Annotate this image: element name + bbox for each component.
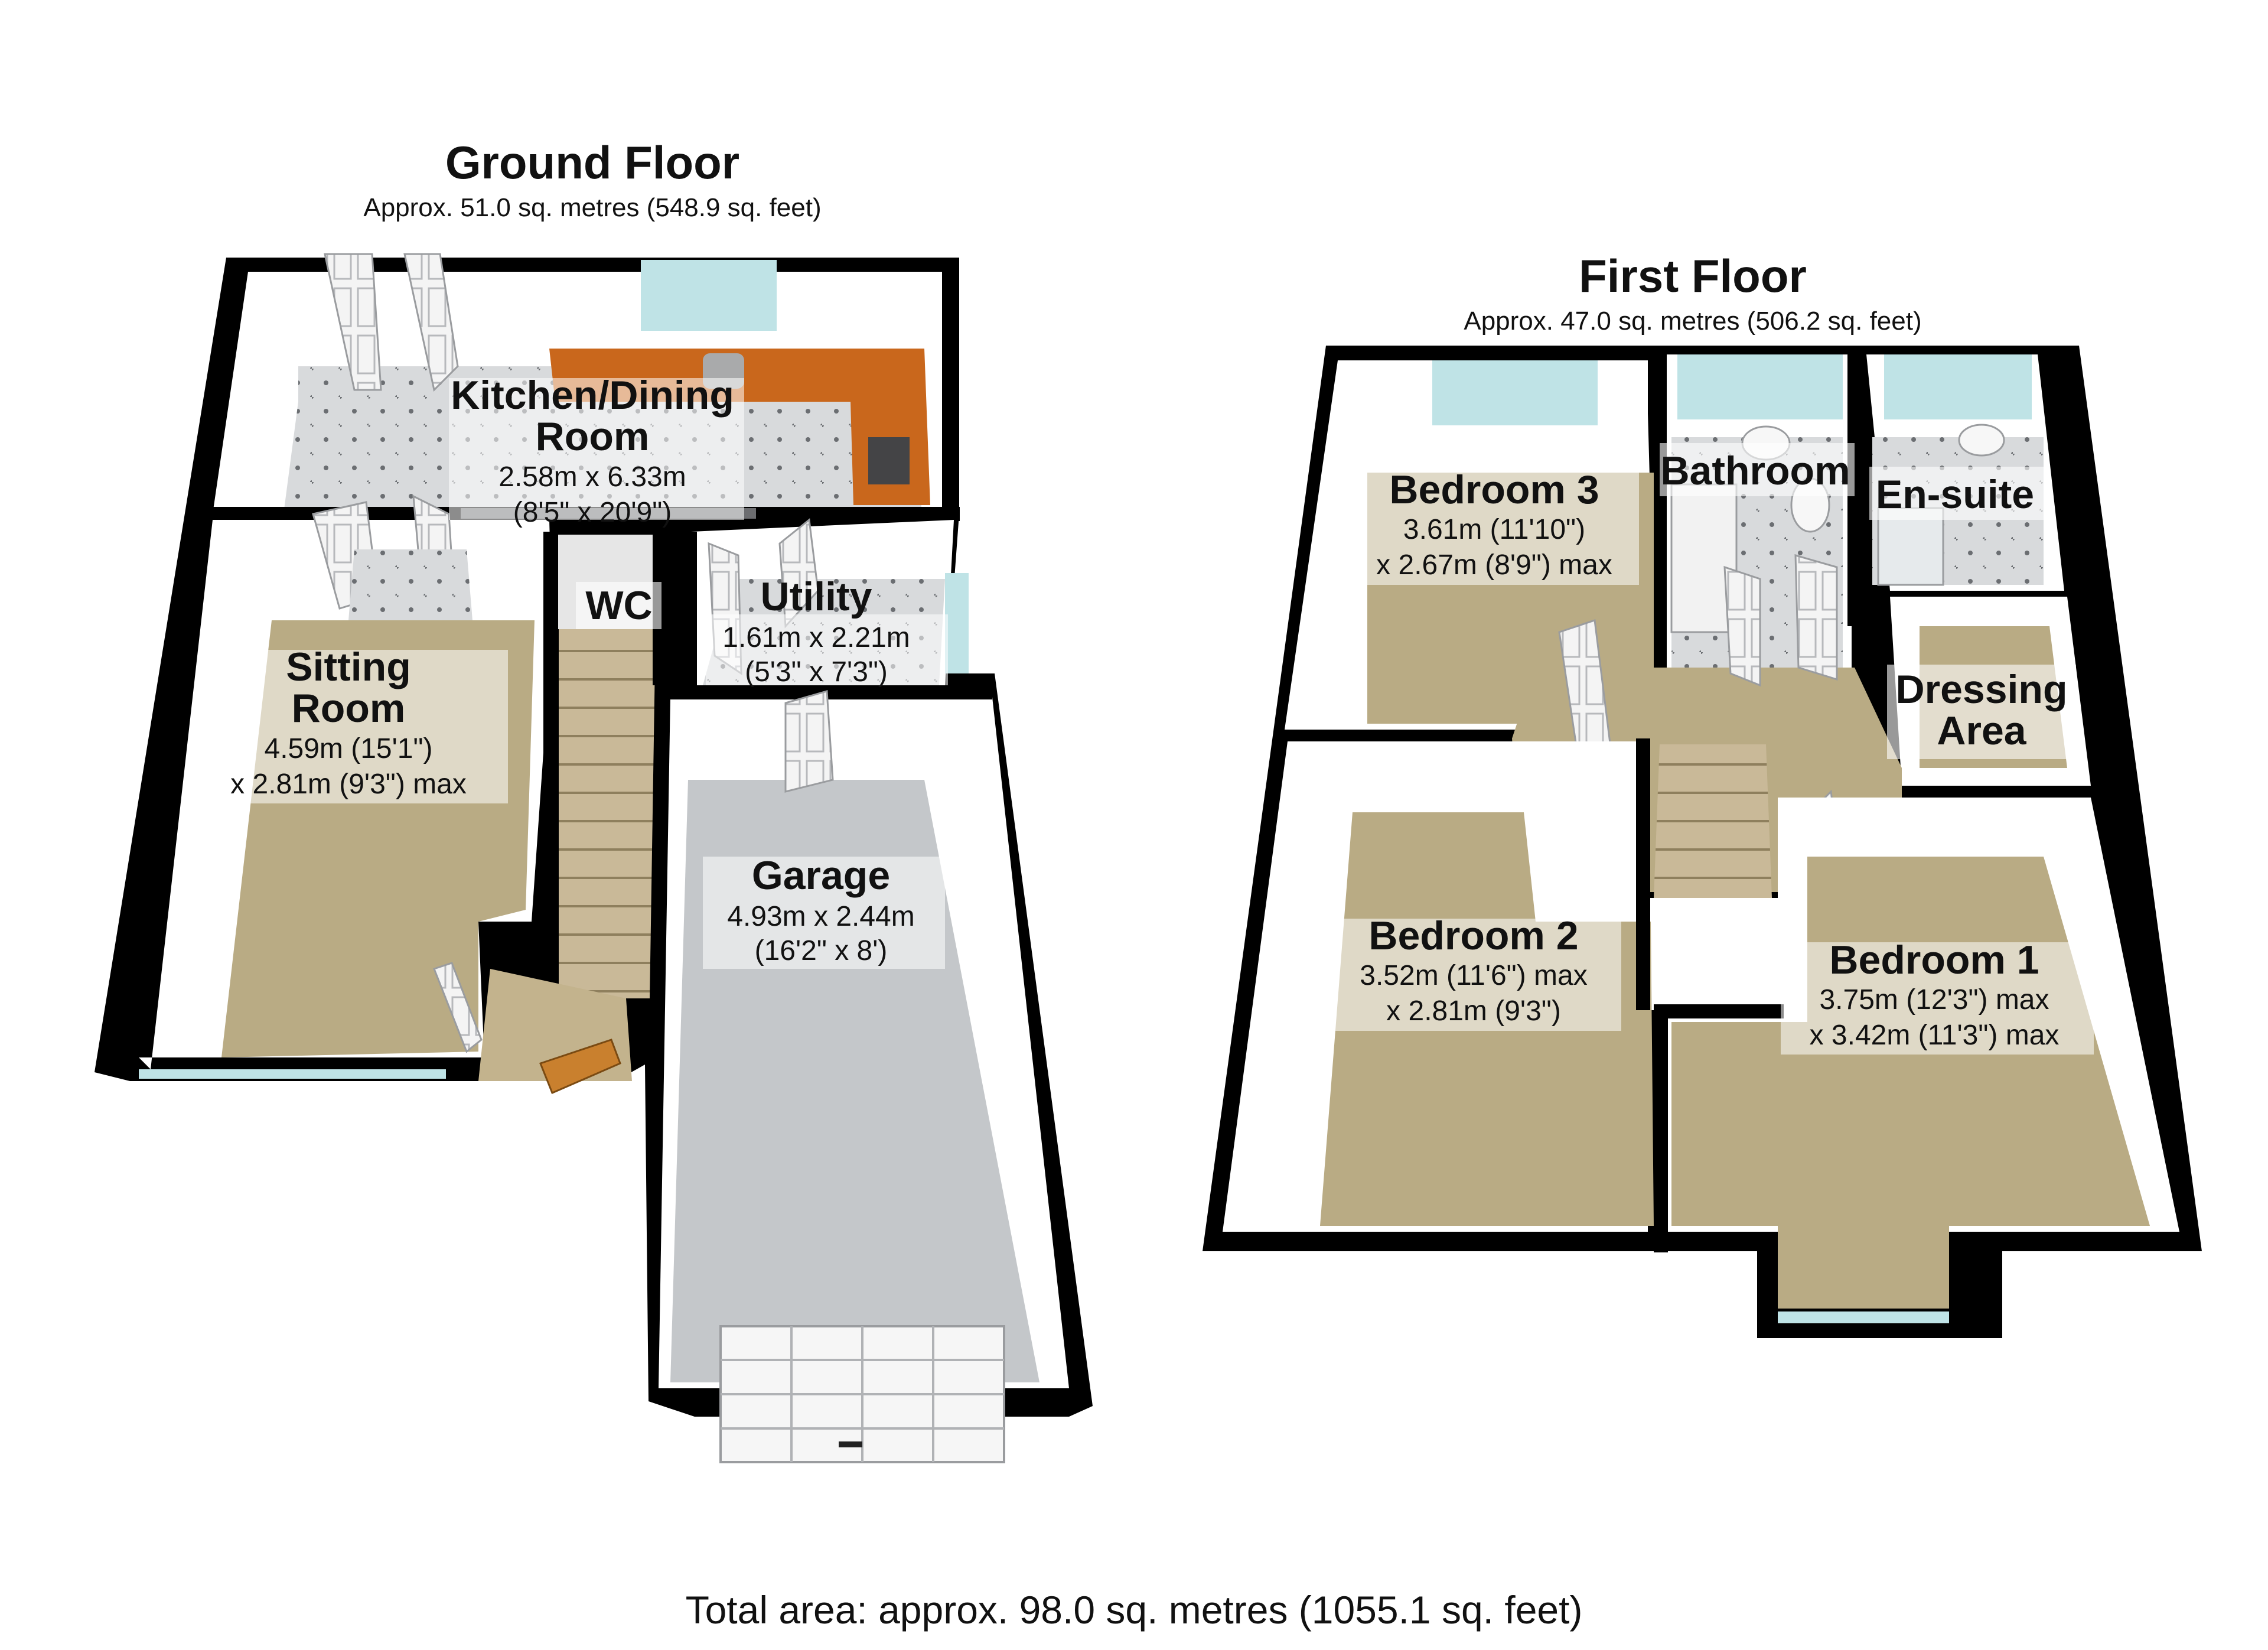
utility-dimensions-imperial: (5'3" x 7'3"): [745, 656, 888, 688]
bedroom1-dimensions-length: 3.75m (12'3") max: [1819, 984, 2049, 1016]
bedroom2-landing-wall: [1636, 738, 1650, 1010]
bathroom-wall-left: [1654, 354, 1667, 721]
bedroom3-dimensions-width: x 2.67m (8'9") max: [1376, 549, 1612, 581]
garage-label-bg: [703, 857, 945, 969]
ground-staircase: [546, 626, 656, 998]
dressing-label-bg: [1887, 665, 2076, 759]
sitting-label-bg: [213, 650, 508, 803]
bedroom2-dimensions-length: 3.52m (11'6") max: [1360, 960, 1587, 991]
first-floor-title: First Floor: [1579, 250, 1807, 302]
kitchen-window: [641, 260, 777, 331]
utility-label-bg: [706, 614, 948, 685]
ensuite-label-bg: [1869, 467, 2047, 520]
utility-name: Utility: [761, 574, 872, 619]
bedroom1-name: Bedroom 1: [1829, 938, 2039, 982]
garage-dimensions-imperial: (16'2" x 8'): [755, 935, 888, 966]
ensuite-window: [1884, 354, 2032, 419]
utility-dimensions-metric: 1.61m x 2.21m: [722, 622, 910, 653]
bedroom2-name: Bedroom 2: [1368, 913, 1578, 958]
kitchen-name-line2: Room: [536, 414, 650, 459]
sitting-room-name-line2: Room: [292, 686, 406, 731]
bath-icon: [1670, 483, 1738, 633]
sitting-room-tiles: [348, 549, 472, 620]
bathroom-name: Bathroom: [1660, 448, 1850, 493]
kitchen-dimensions-metric: 2.58m x 6.33m: [498, 461, 686, 493]
dressing-area-name-line2: Area: [1937, 708, 2026, 753]
ground-floor-area: Approx. 51.0 sq. metres (548.9 sq. feet): [363, 193, 821, 222]
utility-window: [945, 573, 969, 673]
bedroom3-window: [1432, 360, 1598, 425]
bedroom2-dimensions-width: x 2.81m (9'3"): [1386, 995, 1561, 1027]
french-doors-icon: [324, 253, 459, 392]
sitting-room-window: [139, 1069, 446, 1079]
wc-name: WC: [585, 583, 652, 628]
sitting-room-dimensions-width: x 2.81m (9'3") max: [230, 769, 467, 800]
bedroom1-label-bg: [1781, 942, 2094, 1055]
bathroom-window: [1677, 354, 1843, 419]
ensuite-basin-icon: [1958, 424, 2005, 457]
hall-door-icon: [433, 962, 483, 1053]
utility-wc-wall: [685, 532, 697, 691]
bedroom2-label-bg: [1326, 919, 1621, 1031]
first-floor-area: Approx. 47.0 sq. metres (506.2 sq. feet): [1464, 307, 1921, 336]
ensuite-name: En-suite: [1876, 472, 2034, 517]
bedroom3-name: Bedroom 3: [1389, 467, 1599, 512]
stair-well: [1648, 898, 1778, 1010]
bedroom1-bay-window: [1778, 1311, 1949, 1323]
total-area: Total area: approx. 98.0 sq. metres (105…: [686, 1588, 1583, 1632]
hob-icon: [868, 437, 910, 484]
kitchen-dimensions-imperial: (8'5" x 20'9"): [513, 497, 672, 528]
ground-floor-plan: Kitchen/Dining Room 2.58m x 6.33m (8'5" …: [94, 136, 1093, 1463]
bedroom3-dimensions-length: 3.61m (11'10"): [1403, 514, 1585, 545]
wc-label-bg: [576, 582, 662, 629]
sitting-room-dimensions-length: 4.59m (15'1"): [265, 733, 433, 764]
garage-door-icon[interactable]: [784, 690, 834, 793]
garage-dimensions-metric: 4.93m x 2.44m: [727, 901, 914, 932]
sitting-room-name-line1: Sitting: [286, 645, 411, 689]
kitchen-name-line1: Kitchen/Dining: [451, 373, 734, 418]
dressing-area-name-line1: Dressing: [1896, 667, 2068, 712]
bedroom1-landing-wall: [1654, 1004, 1784, 1018]
front-door-icon: [539, 1039, 621, 1094]
garage-up-and-over-door-icon: [719, 1325, 1005, 1463]
bathroom-label-bg: [1660, 443, 1855, 496]
ground-floor-title: Ground Floor: [445, 136, 739, 188]
first-floor-plan: Bedroom 3 3.61m (11'10") x 2.67m (8'9") …: [1203, 250, 2202, 1338]
shower-icon: [1877, 507, 1944, 586]
garage-name: Garage: [752, 853, 890, 898]
bedroom-divider-wall: [1654, 1004, 1668, 1252]
bedroom1-dimensions-width: x 3.42m (11'3") max: [1810, 1020, 2060, 1051]
stair-wall: [543, 532, 559, 1004]
bedroom3-label-bg: [1350, 473, 1639, 585]
kitchen-label-bg: [449, 378, 744, 520]
first-staircase: [1654, 744, 1772, 898]
